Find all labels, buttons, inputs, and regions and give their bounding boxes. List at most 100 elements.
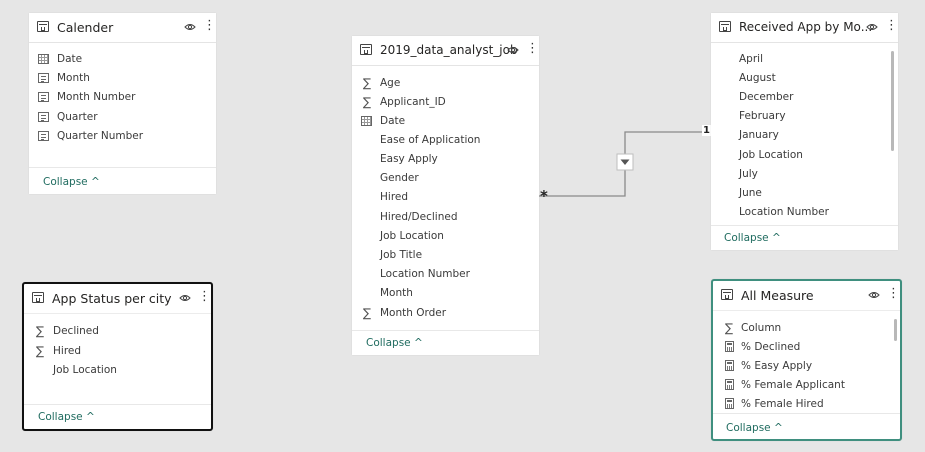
divider: [29, 167, 216, 168]
field-label: January: [739, 129, 779, 141]
field-row[interactable]: December: [711, 88, 881, 107]
field-label: Applicant_ID: [380, 96, 446, 108]
collapse-link[interactable]: Collapse ^: [366, 337, 423, 349]
field-label: Column: [741, 322, 782, 334]
field-row[interactable]: % Female Applicant: [713, 376, 883, 395]
field-row[interactable]: Location Number: [711, 203, 881, 222]
card-header[interactable]: All Measure ⋮: [713, 281, 900, 311]
field-label: % Declined: [741, 341, 801, 353]
collapse-link[interactable]: Collapse ^: [43, 176, 100, 188]
field-row[interactable]: Easy Apply: [352, 150, 539, 169]
field-row[interactable]: Job Title: [352, 246, 539, 265]
field-label: Location Number: [380, 268, 470, 280]
field-row[interactable]: Ease of Application: [352, 131, 539, 150]
field-label: Month: [380, 287, 413, 299]
field-label: Job Location: [53, 364, 117, 376]
calculator-icon: [725, 360, 734, 371]
eye-icon[interactable]: [866, 23, 878, 31]
calculator-icon: [725, 379, 734, 390]
field-row[interactable]: ∑ Declined: [24, 322, 211, 341]
field-row[interactable]: Gender: [352, 169, 539, 188]
field-row[interactable]: Quarter: [29, 108, 216, 127]
field-row[interactable]: ∑ Month Order: [352, 304, 539, 323]
collapse-label: Collapse: [43, 176, 88, 188]
field-row[interactable]: Hired/Declined: [352, 208, 539, 227]
collapse-link[interactable]: Collapse ^: [38, 411, 95, 423]
relationship-many-label: *: [540, 187, 548, 205]
field-label: April: [739, 53, 763, 65]
card-header[interactable]: Calender ⋮: [29, 13, 216, 43]
calendar-icon: [361, 116, 372, 126]
calculator-icon: [725, 341, 734, 352]
eye-icon[interactable]: [507, 46, 519, 54]
field-row[interactable]: % Female Hired: [713, 395, 883, 414]
field-row[interactable]: ∑ Applicant_ID: [352, 93, 539, 112]
field-row[interactable]: % Easy Apply: [713, 357, 883, 376]
table-card-received-app-by-month[interactable]: Received App by Mo... ⋮ April August Dec…: [711, 13, 898, 250]
field-label: % Easy Apply: [741, 360, 813, 372]
chevron-up-icon: ^: [413, 337, 423, 349]
calculator-icon: [725, 398, 734, 409]
table-card-calender[interactable]: Calender ⋮ Date Month Month Number Quart…: [29, 13, 216, 194]
table-card-2019-data-analyst-job[interactable]: 2019_data_analyst_job ⋮ ∑ Age ∑ Applican…: [352, 36, 539, 355]
field-row[interactable]: Job Location: [24, 361, 211, 380]
field-row[interactable]: ∑ Column: [713, 319, 883, 338]
eye-icon[interactable]: [184, 23, 196, 31]
card-header[interactable]: Received App by Mo... ⋮: [711, 13, 898, 43]
field-row[interactable]: ∑ Age: [352, 74, 539, 93]
field-row[interactable]: Month Number: [29, 88, 216, 107]
field-row[interactable]: June: [711, 184, 881, 203]
field-label: February: [739, 110, 786, 122]
scrollbar[interactable]: [894, 319, 897, 341]
card-header[interactable]: 2019_data_analyst_job ⋮: [352, 36, 539, 66]
chevron-up-icon: ^: [773, 422, 783, 434]
field-row[interactable]: April: [711, 50, 881, 69]
table-title: Calender: [57, 20, 114, 35]
table-card-all-measure[interactable]: All Measure ⋮ ∑ Column % Declined % Easy…: [711, 279, 902, 441]
more-options-icon[interactable]: ⋮: [203, 18, 216, 33]
table-icon: [721, 289, 733, 300]
field-row[interactable]: August: [711, 69, 881, 88]
field-row[interactable]: Job Location: [352, 227, 539, 246]
field-row[interactable]: % Declined: [713, 338, 883, 357]
field-row[interactable]: Date: [352, 112, 539, 131]
field-label: % Female Applicant: [741, 379, 845, 391]
field-row[interactable]: February: [711, 107, 881, 126]
field-row[interactable]: Quarter Number: [29, 127, 216, 146]
more-options-icon[interactable]: ⋮: [526, 41, 539, 56]
field-row[interactable]: Location Number: [352, 265, 539, 284]
scrollbar[interactable]: [891, 51, 894, 151]
sigma-icon: ∑: [362, 76, 372, 90]
field-label: Hired: [53, 345, 82, 357]
chevron-up-icon: ^: [771, 232, 781, 244]
field-row[interactable]: ∑ Hired: [24, 342, 211, 361]
filter-direction-icon[interactable]: [616, 153, 634, 171]
more-options-icon[interactable]: ⋮: [198, 289, 211, 304]
field-label: Month Order: [380, 307, 447, 319]
collapse-link[interactable]: Collapse ^: [726, 422, 783, 434]
divider: [713, 413, 900, 414]
sigma-icon: ∑: [35, 344, 45, 358]
field-label: Date: [380, 115, 406, 127]
field-row[interactable]: Month: [352, 284, 539, 303]
field-label: July: [739, 168, 758, 180]
field-row[interactable]: Hired: [352, 188, 539, 207]
field-label: Ease of Application: [380, 134, 481, 146]
more-options-icon[interactable]: ⋮: [885, 18, 898, 33]
collapse-link[interactable]: Collapse ^: [724, 232, 781, 244]
card-header[interactable]: App Status per city ⋮: [24, 284, 211, 314]
field-label: Easy Apply: [380, 153, 438, 165]
collapse-label: Collapse: [724, 232, 769, 244]
table-card-app-status-per-city[interactable]: App Status per city ⋮ ∑ Declined ∑ Hired…: [22, 282, 213, 431]
field-row[interactable]: Date: [29, 50, 216, 69]
eye-icon[interactable]: [868, 291, 880, 299]
field-row[interactable]: Month: [29, 69, 216, 88]
field-row[interactable]: July: [711, 165, 881, 184]
table-icon: [360, 44, 372, 55]
field-row[interactable]: January: [711, 126, 881, 145]
collapse-label: Collapse: [366, 337, 411, 349]
field-row[interactable]: Job Location: [711, 146, 881, 165]
field-label: June: [739, 187, 762, 199]
more-options-icon[interactable]: ⋮: [887, 286, 900, 301]
eye-icon[interactable]: [179, 294, 191, 302]
